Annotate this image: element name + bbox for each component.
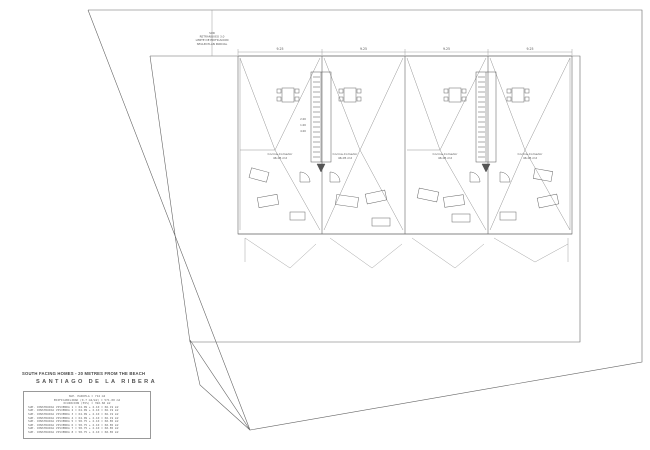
room-area: 46.05 m2	[438, 156, 452, 160]
chair	[443, 96, 449, 102]
dimension-label: 9.25	[443, 47, 450, 51]
area-row: SUP. CONSTRUIDA VIVIENDA 8 = 58.75 + 2.1…	[28, 429, 119, 434]
area-row: SUP. CONSTRUIDA VIVIENDA 3 = 64.09 + 2.1…	[28, 411, 119, 416]
sofa	[335, 194, 359, 208]
chair	[276, 88, 282, 94]
chair	[506, 96, 512, 102]
sofa	[499, 211, 517, 221]
area-row: SUP. CONSTRUIDA VIVIENDA 5 = 58.75 + 2.1…	[28, 419, 119, 424]
chair	[443, 88, 449, 94]
stair-arrow-icon	[316, 163, 326, 173]
drawing-headline: SOUTH FACING HOMES - 20 METRES FROM THE …	[22, 371, 146, 376]
sofa	[451, 213, 471, 223]
stair-arrow-icon	[481, 163, 491, 173]
area-row: SUP. CONSTRUIDA VIVIENDA 6 = 58.75 + 2.1…	[28, 422, 119, 427]
sofa	[532, 168, 554, 182]
door-swing	[499, 171, 511, 183]
chair	[294, 88, 300, 94]
sofa	[416, 187, 440, 203]
dimension-label: 9.25	[526, 47, 533, 51]
door-swing	[469, 171, 481, 183]
chair	[461, 88, 467, 94]
site-note-line: SUR	[209, 31, 215, 35]
sofa	[248, 167, 270, 183]
sofa	[443, 194, 465, 208]
room-area: 46.05 m2	[338, 156, 352, 160]
room-label: Cocina-Comedor	[333, 152, 359, 156]
chair	[276, 96, 282, 102]
dining-table	[343, 87, 357, 103]
area-row: SUP. CONSTRUIDA VIVIENDA 2 = 64.09 + 2.1…	[28, 408, 119, 413]
dimension-label: 9.25	[360, 47, 367, 51]
site-note-line: SEGUN PLAN PARCIAL	[197, 42, 228, 46]
chair	[524, 96, 530, 102]
chair	[338, 96, 344, 102]
sofa	[371, 217, 391, 227]
door-swing	[329, 171, 341, 183]
chair	[356, 88, 362, 94]
sofa	[289, 211, 306, 221]
drawing-place-name: SANTIAGO DE LA RIBERA	[36, 379, 158, 385]
chair	[294, 96, 300, 102]
room-label: Cocina-Comedor	[518, 152, 544, 156]
area-table: SUP. PARCELA = 714 m2 EDIFICABILIDAD (0.…	[23, 391, 151, 439]
chair	[524, 88, 530, 94]
room-label: Cocina-Comedor	[268, 152, 294, 156]
door-swing	[299, 171, 311, 183]
site-note-line: LIMITE DE EDIFICACION	[196, 38, 229, 42]
dining-table	[511, 87, 525, 103]
site-note-line: RETRANQUEO 3.0	[200, 35, 225, 39]
corner-triangle	[189, 339, 251, 431]
dining-table	[281, 87, 295, 103]
area-summary-line: OCUPACION (55%) = 392.60 m2	[63, 401, 111, 406]
chair	[506, 88, 512, 94]
room-area: 46.05 m2	[273, 156, 287, 160]
site-boundary	[87, 9, 643, 431]
area-summary-line: EDIFICABILIDAD (0.7 m2/m2) = 571.00 m2	[53, 397, 121, 402]
area-summary-line: SUP. PARCELA = 714 m2	[68, 394, 106, 398]
chair	[338, 88, 344, 94]
room-area: 46.05 m2	[523, 156, 537, 160]
area-row: SUP. CONSTRUIDA VIVIENDA 4 = 64.09 + 2.1…	[28, 415, 119, 420]
sofa	[256, 194, 280, 208]
sofa	[364, 189, 388, 205]
plot-boundary	[149, 55, 581, 343]
stair-dimension: 4.00	[300, 129, 306, 133]
chair	[356, 96, 362, 102]
stair-dimension: 2.00	[300, 117, 306, 121]
dimension-label: 9.25	[276, 47, 283, 51]
area-row: SUP. CONSTRUIDA VIVIENDA 7 = 58.75 + 2.1…	[28, 426, 119, 431]
room-label: Cocina-Comedor	[433, 152, 459, 156]
dining-table	[448, 87, 462, 103]
stair-dimension: 1.00	[300, 123, 306, 127]
area-row: SUP. CONSTRUIDA VIVIENDA 1 = 64.09 + 2.1…	[28, 404, 119, 409]
chair	[461, 96, 467, 102]
sofa	[536, 193, 560, 209]
